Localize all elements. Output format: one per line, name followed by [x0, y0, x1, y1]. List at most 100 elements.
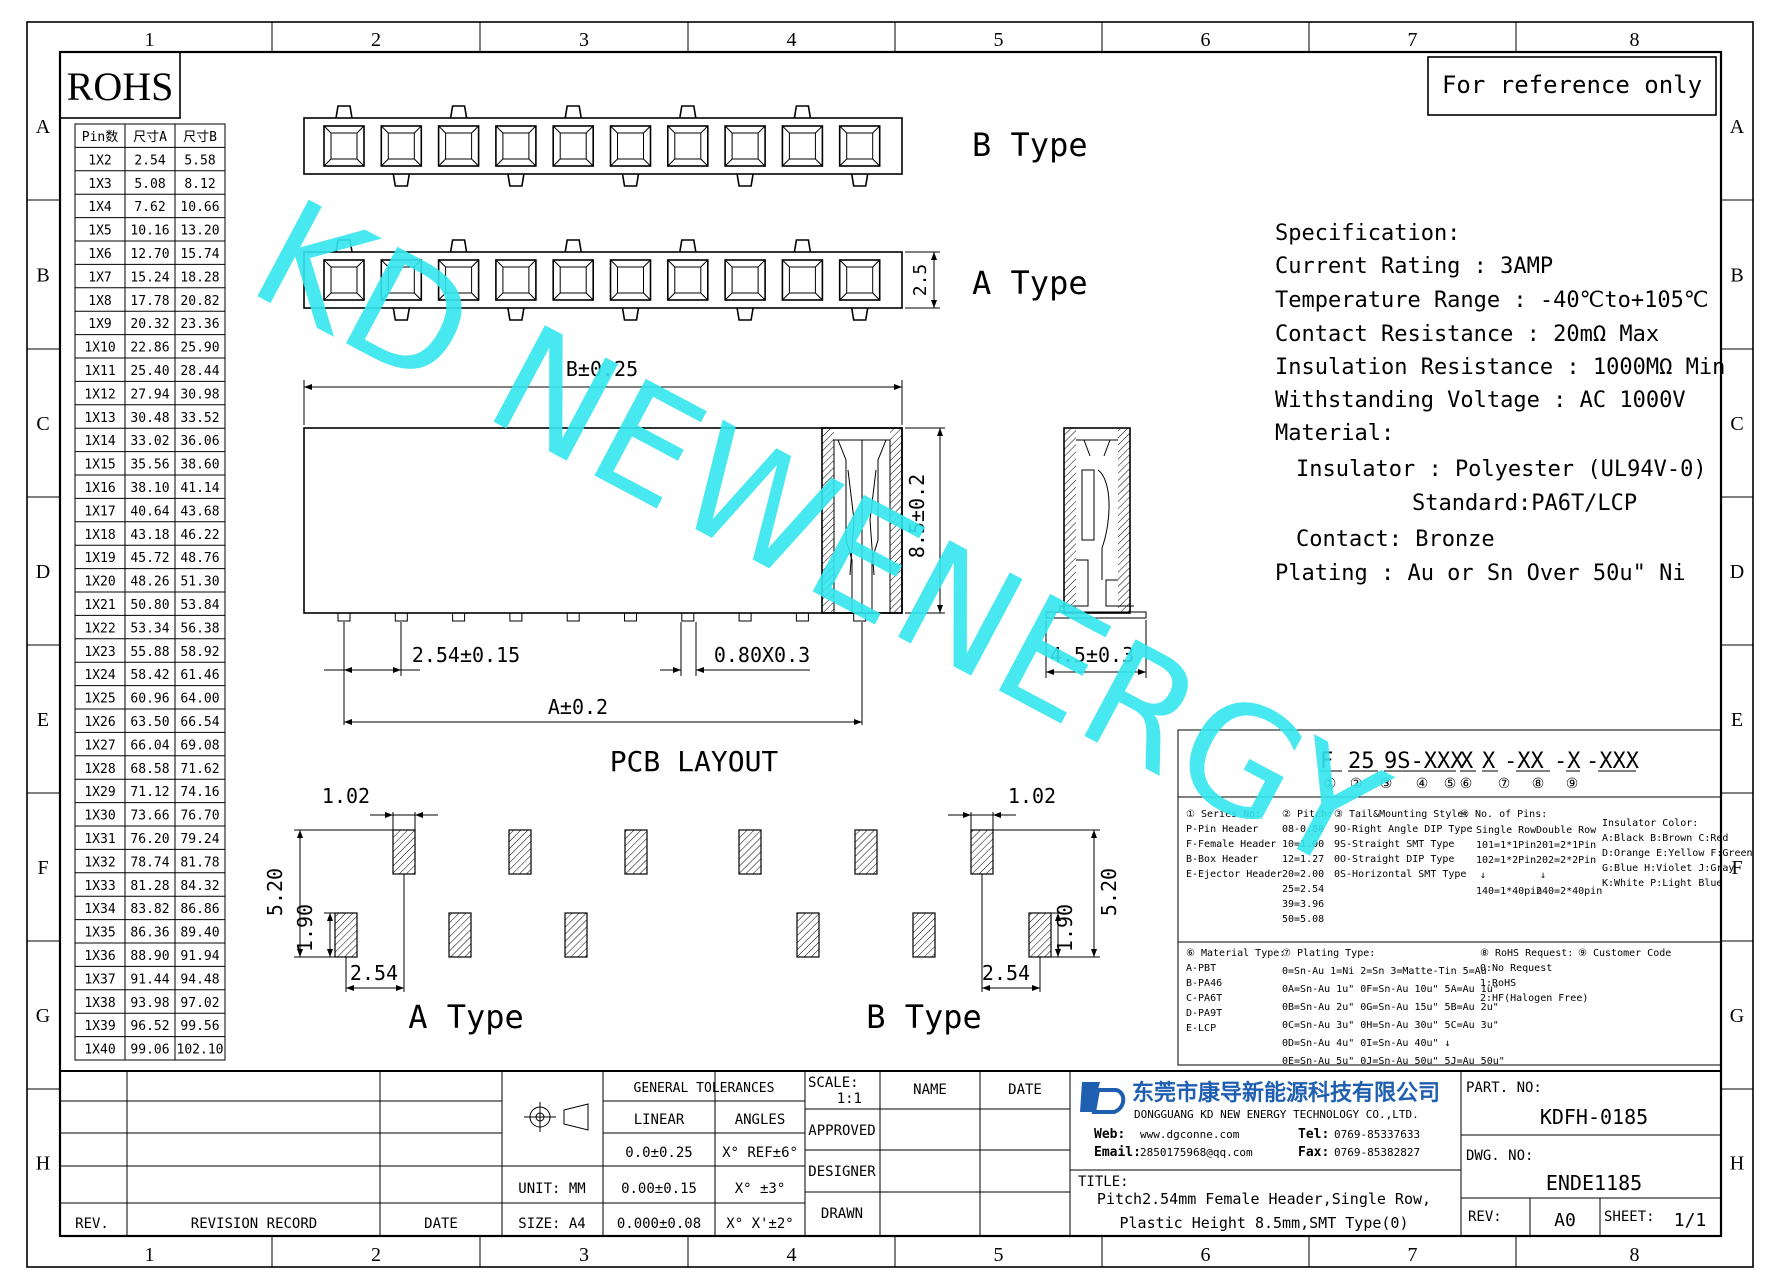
pin-table-cell: 33.52: [180, 411, 219, 426]
name-header: NAME: [913, 1082, 947, 1098]
legend-tail: 0S-Horizontal SMT Type: [1334, 869, 1466, 880]
pin-table-cell: 1X31: [84, 832, 115, 847]
dwg-no-label: DWG. NO:: [1466, 1148, 1533, 1164]
pin-table-cell: 48.26: [130, 575, 169, 590]
unit: UNIT: MM: [518, 1181, 585, 1197]
angles-header: ANGLES: [735, 1112, 786, 1128]
rev-header: REV.: [75, 1216, 109, 1232]
pin-table-cell: 1X25: [84, 692, 115, 707]
pin-table-cell: 12.70: [130, 247, 169, 262]
reference-note: For reference only: [1442, 71, 1702, 99]
legend-pins: 101=1*1Pin: [1476, 840, 1536, 851]
dim-pitch: 2.54±0.15: [412, 643, 520, 667]
row-label-left: D: [36, 561, 50, 583]
pin-table-cell: 28.44: [180, 364, 219, 379]
column-label-top: 6: [1201, 29, 1211, 51]
pin-table-cell: 1X24: [84, 668, 115, 683]
company-tel: 0769-85337633: [1334, 1128, 1420, 1141]
pin-table-cell: 50.80: [130, 598, 169, 613]
pin-table-cell: 1X2: [88, 153, 111, 168]
legend-series: B-Box Header: [1186, 854, 1258, 865]
dim-pad-pitch-b: 2.54: [982, 961, 1030, 985]
legend-tail: ③ Tail&Mounting Style:: [1334, 809, 1469, 820]
pin-table-cell: 88.90: [130, 949, 169, 964]
drawing-number: ENDE1185: [1546, 1171, 1642, 1195]
pin-table-header: 尺寸A: [133, 130, 167, 145]
pin-table-cell: 35.56: [130, 458, 169, 473]
pin-table-cell: 94.48: [180, 972, 219, 987]
part-code-segment: 9S-XXX: [1384, 749, 1464, 774]
pin-table-cell: 43.68: [180, 504, 219, 519]
row-label-left: C: [36, 413, 49, 435]
pin-table-cell: 41.14: [180, 481, 219, 496]
pin-table-cell: 1X13: [84, 411, 115, 426]
column-label-bottom: 4: [787, 1244, 797, 1266]
pin-table-cell: 18.28: [180, 270, 219, 285]
pin-table-cell: 56.38: [180, 621, 219, 636]
row-label-right: B: [1730, 265, 1743, 287]
pin-table-cell: 1X27: [84, 738, 115, 753]
legend-customer-code: ⑨ Customer Code: [1578, 948, 1671, 959]
legend-pins: 202=2*2Pin: [1536, 855, 1596, 866]
pin-table-cell: 1X29: [84, 785, 115, 800]
part-code-segment: 25: [1348, 749, 1375, 774]
pin-table-cell: 1X7: [88, 270, 111, 285]
legend-material-type: ⑥ Material Type:: [1186, 948, 1285, 959]
row-label-left: E: [37, 709, 49, 731]
pin-table-cell: 81.78: [180, 855, 219, 870]
pin-table-header: 尺寸B: [183, 130, 217, 145]
row-label-right: A: [1730, 116, 1745, 138]
pin-table-cell: 1X18: [84, 528, 115, 543]
company-web: www.dgconne.com: [1140, 1128, 1240, 1141]
part-code-index: ④: [1416, 776, 1429, 792]
pin-table-cell: 1X33: [84, 879, 115, 894]
pin-table-cell: 58.92: [180, 645, 219, 660]
pin-table-cell: 53.84: [180, 598, 219, 613]
pin-table-cell: 1X39: [84, 1019, 115, 1034]
general-tolerances: GENERAL TOLERANCES: [634, 1081, 775, 1096]
pin-table-cell: 86.36: [130, 926, 169, 941]
pin-table-cell: 5.58: [184, 153, 215, 168]
linear-header: LINEAR: [634, 1112, 685, 1128]
legend-pins: ↓: [1540, 870, 1546, 881]
pin-table-cell: 89.40: [180, 926, 219, 941]
column-label-bottom: 5: [994, 1244, 1004, 1266]
revision-date-header: DATE: [424, 1216, 458, 1232]
pin-table-cell: 48.76: [180, 551, 219, 566]
dim-b-length: B±0.25: [566, 357, 638, 381]
pin-table-cell: 1X5: [88, 224, 111, 239]
pin-table-cell: 66.04: [130, 738, 169, 753]
pin-table-cell: 73.66: [130, 809, 169, 824]
legend-plating-type: 0=Sn-Au 1=Ni 2=Sn 3=Matte-Tin 5=Au: [1282, 966, 1487, 977]
pin-table-cell: 79.24: [180, 832, 219, 847]
pin-table-cell: 99.56: [180, 1019, 219, 1034]
pin-table-cell: 74.16: [180, 785, 219, 800]
sheet-value: 1/1: [1674, 1210, 1707, 1231]
part-no-label: PART. NO:: [1466, 1080, 1542, 1096]
column-label-top: 2: [371, 29, 381, 51]
spec-standard: Standard:PA6T/LCP: [1412, 491, 1637, 516]
part-code-segment: -XXX: [1586, 749, 1640, 774]
pin-table-cell: 1X36: [84, 949, 115, 964]
row-label-left: B: [36, 265, 49, 287]
angle-tol-1: X° REF±6°: [722, 1145, 798, 1161]
company-name-cn: 东莞市康导新能源科技有限公司: [1132, 1080, 1440, 1106]
pin-table-cell: 1X32: [84, 855, 115, 870]
legend-series: F-Female Header: [1186, 839, 1276, 850]
legend-material-type: C-PA6T: [1186, 993, 1222, 1004]
dim-pad-pitch-a: 2.54: [350, 961, 398, 985]
pin-table-cell: 55.88: [130, 645, 169, 660]
pin-table-cell: 1X16: [84, 481, 115, 496]
legend-plating-type: 0D=Sn-Au 4u" 0I=Sn-Au 40u" ↓: [1282, 1038, 1451, 1049]
pin-table-cell: 71.62: [180, 762, 219, 777]
web-label: Web:: [1094, 1127, 1125, 1142]
dim-pad-span-a: 5.20: [263, 868, 287, 916]
part-code-index: ⑦: [1498, 776, 1511, 792]
legend-pins: 201=2*1Pin: [1536, 840, 1596, 851]
part-code-index: ③: [1380, 776, 1393, 792]
legend-pitch: ② Pitch:: [1282, 809, 1333, 820]
pin-table-cell: 1X40: [84, 1043, 115, 1058]
legend-plating-type: 0B=Sn-Au 2u" 0G=Sn-Au 15u" 5B=Au 2u": [1282, 1002, 1499, 1013]
